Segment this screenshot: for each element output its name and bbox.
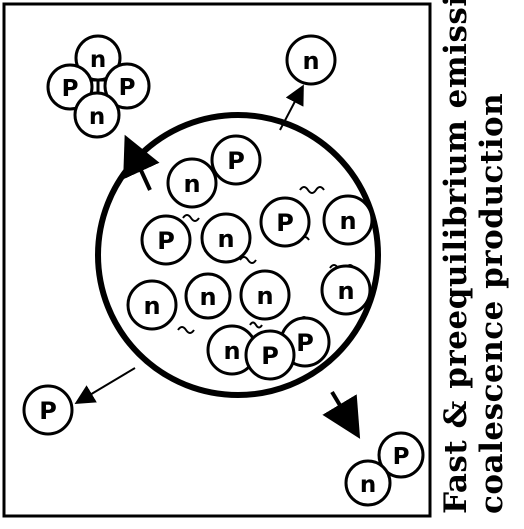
svg-text:n: n [339, 207, 356, 235]
nucleus-nucleons: n P P n P n n [126, 134, 374, 381]
cluster-proton: P [103, 62, 151, 110]
svg-text:P: P [261, 342, 279, 370]
nucleon-neutron: n [184, 272, 232, 320]
emitted-proton: P [22, 384, 74, 436]
svg-text:n: n [143, 292, 160, 320]
nucleon-neutron: n [166, 157, 218, 209]
svg-text:n: n [256, 282, 273, 310]
svg-text:n: n [223, 337, 240, 365]
nucleon-proton: P [210, 134, 262, 186]
diagram-frame [2, 2, 432, 518]
nucleon-proton: P [259, 196, 311, 248]
deuteron-neutron: n [344, 459, 392, 507]
nucleon-neutron: n [239, 269, 291, 321]
svg-text:n: n [90, 47, 106, 73]
svg-text:n: n [360, 472, 376, 498]
svg-text:P: P [119, 75, 136, 101]
nucleon-neutron: n [126, 279, 178, 331]
svg-text:n: n [337, 277, 354, 305]
arrow-to-deuteron [322, 390, 361, 439]
nucleon-neutron: n [200, 212, 252, 264]
svg-text:n: n [183, 170, 200, 198]
svg-text:P: P [227, 147, 245, 175]
caption: Fast & preequilibrium emission, coalesce… [438, 0, 510, 514]
nucleon-neutron: n [322, 194, 374, 246]
svg-text:n: n [217, 225, 234, 253]
cluster-neutron: n [73, 91, 121, 139]
svg-text:P: P [276, 209, 294, 237]
svg-text:n: n [89, 104, 105, 130]
nucleon-neutron: n [320, 264, 372, 316]
svg-text:n: n [199, 283, 216, 311]
caption-line-1: Fast & preequilibrium emission, [438, 0, 474, 514]
compound-nucleus [95, 112, 381, 398]
svg-text:P: P [393, 444, 410, 470]
deuteron: P n [344, 431, 425, 507]
alpha-cluster: n P P n [46, 34, 151, 139]
emitted-neutron: n [285, 34, 337, 86]
svg-text:P: P [62, 76, 79, 102]
caption-line-2: coalescence production [474, 92, 510, 514]
svg-text:n: n [302, 47, 319, 75]
arrow-to-alpha-cluster [123, 134, 160, 191]
svg-text:P: P [39, 397, 57, 425]
svg-text:P: P [157, 227, 175, 255]
arrow-to-proton [74, 367, 136, 405]
cluster-neutron: n [74, 34, 122, 82]
nucleon-proton: P [140, 214, 192, 266]
nucleon-neutron: n [206, 324, 258, 376]
nucleon-proton: P [244, 329, 296, 381]
deuteron-proton: P [377, 431, 425, 479]
svg-text:P: P [296, 329, 314, 357]
